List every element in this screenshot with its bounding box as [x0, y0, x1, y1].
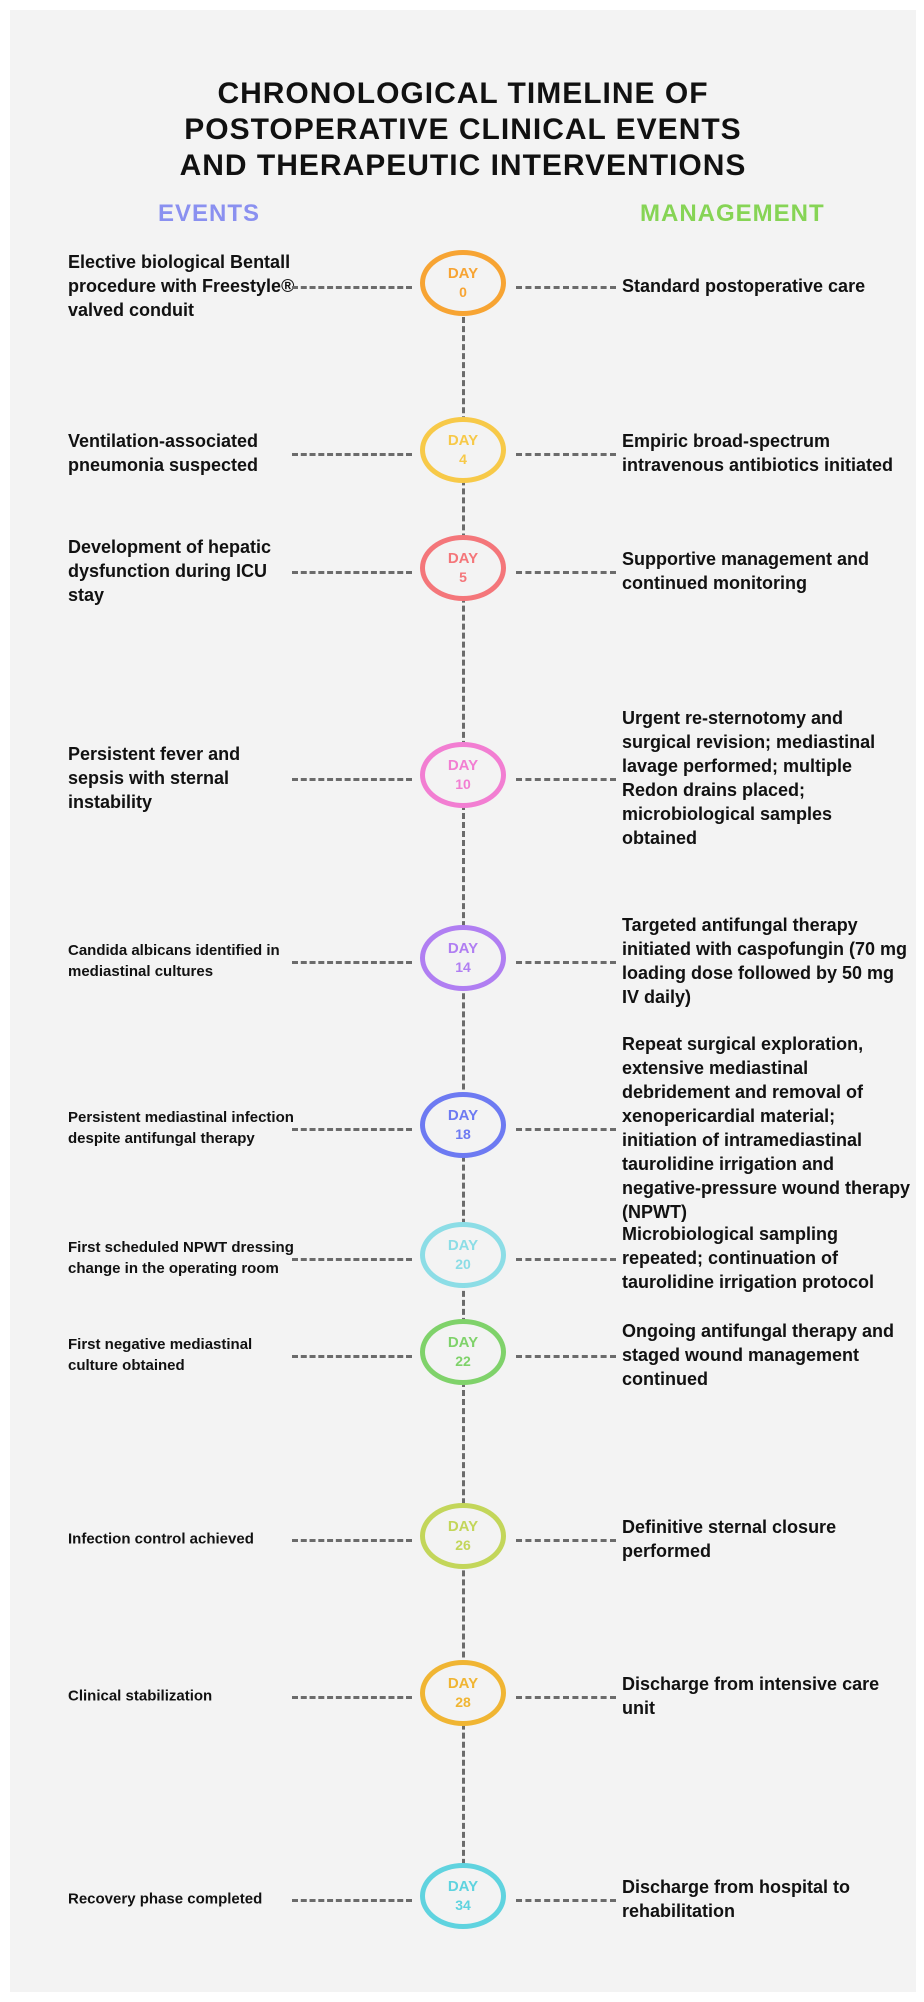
connector-right [516, 778, 616, 781]
day-number: 22 [455, 1353, 471, 1369]
management-text: Discharge from hospital to rehabilitatio… [622, 1877, 851, 1921]
connector-left [292, 1539, 412, 1542]
day-node: DAY 5 [420, 535, 506, 601]
connector-left [292, 1258, 412, 1261]
management-text: Targeted antifungal therapy initiated wi… [622, 915, 908, 1007]
day-label: DAY [447, 1237, 479, 1254]
title-line: AND THERAPEUTIC INTERVENTIONS [179, 149, 747, 182]
connector-left [292, 453, 412, 456]
day-number: 14 [455, 959, 471, 975]
connector-right [516, 1899, 616, 1902]
event-text: First negative mediastinal culture obtai… [68, 1336, 253, 1374]
day-label: DAY [447, 1878, 479, 1895]
day-node: DAY 10 [420, 742, 506, 808]
day-label: DAY [447, 265, 479, 282]
connector-right [516, 1355, 616, 1358]
day-number: 34 [455, 1897, 471, 1913]
day-node: DAY 22 [420, 1319, 506, 1385]
day-node: DAY 4 [420, 417, 506, 483]
connector-left [292, 1128, 412, 1131]
connector-left [292, 286, 412, 289]
management-column-header: MANAGEMENT [640, 200, 825, 227]
connector-left [292, 1899, 412, 1902]
connector-right [516, 1539, 616, 1542]
timeline-panel: CHRONOLOGICAL TIMELINE OF POSTOPERATIVE … [10, 10, 916, 1992]
day-node: DAY 26 [420, 1503, 506, 1569]
connector-right [516, 1128, 616, 1131]
day-number: 28 [455, 1694, 471, 1710]
connector-left [292, 961, 412, 964]
event-text: First scheduled NPWT dressing change in … [68, 1239, 294, 1277]
title-line: CHRONOLOGICAL TIMELINE OF [217, 77, 709, 110]
management-text: Urgent re-sternotomy and surgical revisi… [622, 708, 876, 848]
connector-left [292, 1355, 412, 1358]
day-label: DAY [447, 757, 479, 774]
connector-right [516, 571, 616, 574]
day-number: 0 [459, 284, 467, 300]
connector-right [516, 1258, 616, 1261]
management-text: Definitive sternal closure performed [622, 1517, 837, 1561]
management-text: Empiric broad-spectrum intravenous antib… [622, 431, 894, 475]
management-text: Repeat surgical exploration, extensive m… [622, 1034, 911, 1222]
management-text: Ongoing antifungal therapy and staged wo… [622, 1321, 894, 1389]
management-text: Discharge from intensive care unit [622, 1674, 880, 1718]
day-node: DAY 28 [420, 1660, 506, 1726]
day-number: 10 [455, 776, 471, 792]
day-label: DAY [447, 432, 479, 449]
management-text: Standard postoperative care [622, 276, 866, 296]
page-title: CHRONOLOGICAL TIMELINE OF POSTOPERATIVE … [10, 76, 916, 184]
title-line: POSTOPERATIVE CLINICAL EVENTS [184, 113, 742, 146]
day-node: DAY 20 [420, 1222, 506, 1288]
connector-right [516, 453, 616, 456]
connector-left [292, 1696, 412, 1699]
day-number: 20 [455, 1256, 471, 1272]
event-text: Infection control achieved [68, 1530, 254, 1548]
management-text: Supportive management and continued moni… [622, 549, 870, 593]
day-number: 26 [455, 1537, 471, 1553]
event-text: Elective biological Bentall procedure wi… [68, 252, 295, 320]
connector-left [292, 778, 412, 781]
day-node: DAY 34 [420, 1863, 506, 1929]
day-label: DAY [447, 1107, 479, 1124]
events-column-header: EVENTS [158, 200, 261, 227]
day-label: DAY [447, 940, 479, 957]
event-text: Candida albicans identified in mediastin… [68, 942, 280, 980]
event-text: Ventilation-associated pneumonia suspect… [68, 431, 259, 475]
management-text: Microbiological sampling repeated; conti… [622, 1224, 874, 1292]
day-label: DAY [447, 1518, 479, 1535]
connector-right [516, 1696, 616, 1699]
day-number: 4 [459, 451, 467, 467]
event-text: Development of hepatic dysfunction durin… [68, 537, 272, 605]
event-text: Persistent mediastinal infection despite… [68, 1109, 294, 1147]
day-label: DAY [447, 1334, 479, 1351]
day-number: 5 [459, 569, 467, 585]
day-node: DAY 14 [420, 925, 506, 991]
connector-right [516, 286, 616, 289]
event-text: Recovery phase completed [68, 1890, 263, 1908]
day-label: DAY [447, 1675, 479, 1692]
day-number: 18 [455, 1126, 471, 1142]
day-node: DAY 18 [420, 1092, 506, 1158]
day-node: DAY 0 [420, 250, 506, 316]
connector-right [516, 961, 616, 964]
day-label: DAY [447, 550, 479, 567]
connector-left [292, 571, 412, 574]
event-text: Persistent fever and sepsis with sternal… [68, 744, 241, 812]
event-text: Clinical stabilization [68, 1687, 213, 1705]
